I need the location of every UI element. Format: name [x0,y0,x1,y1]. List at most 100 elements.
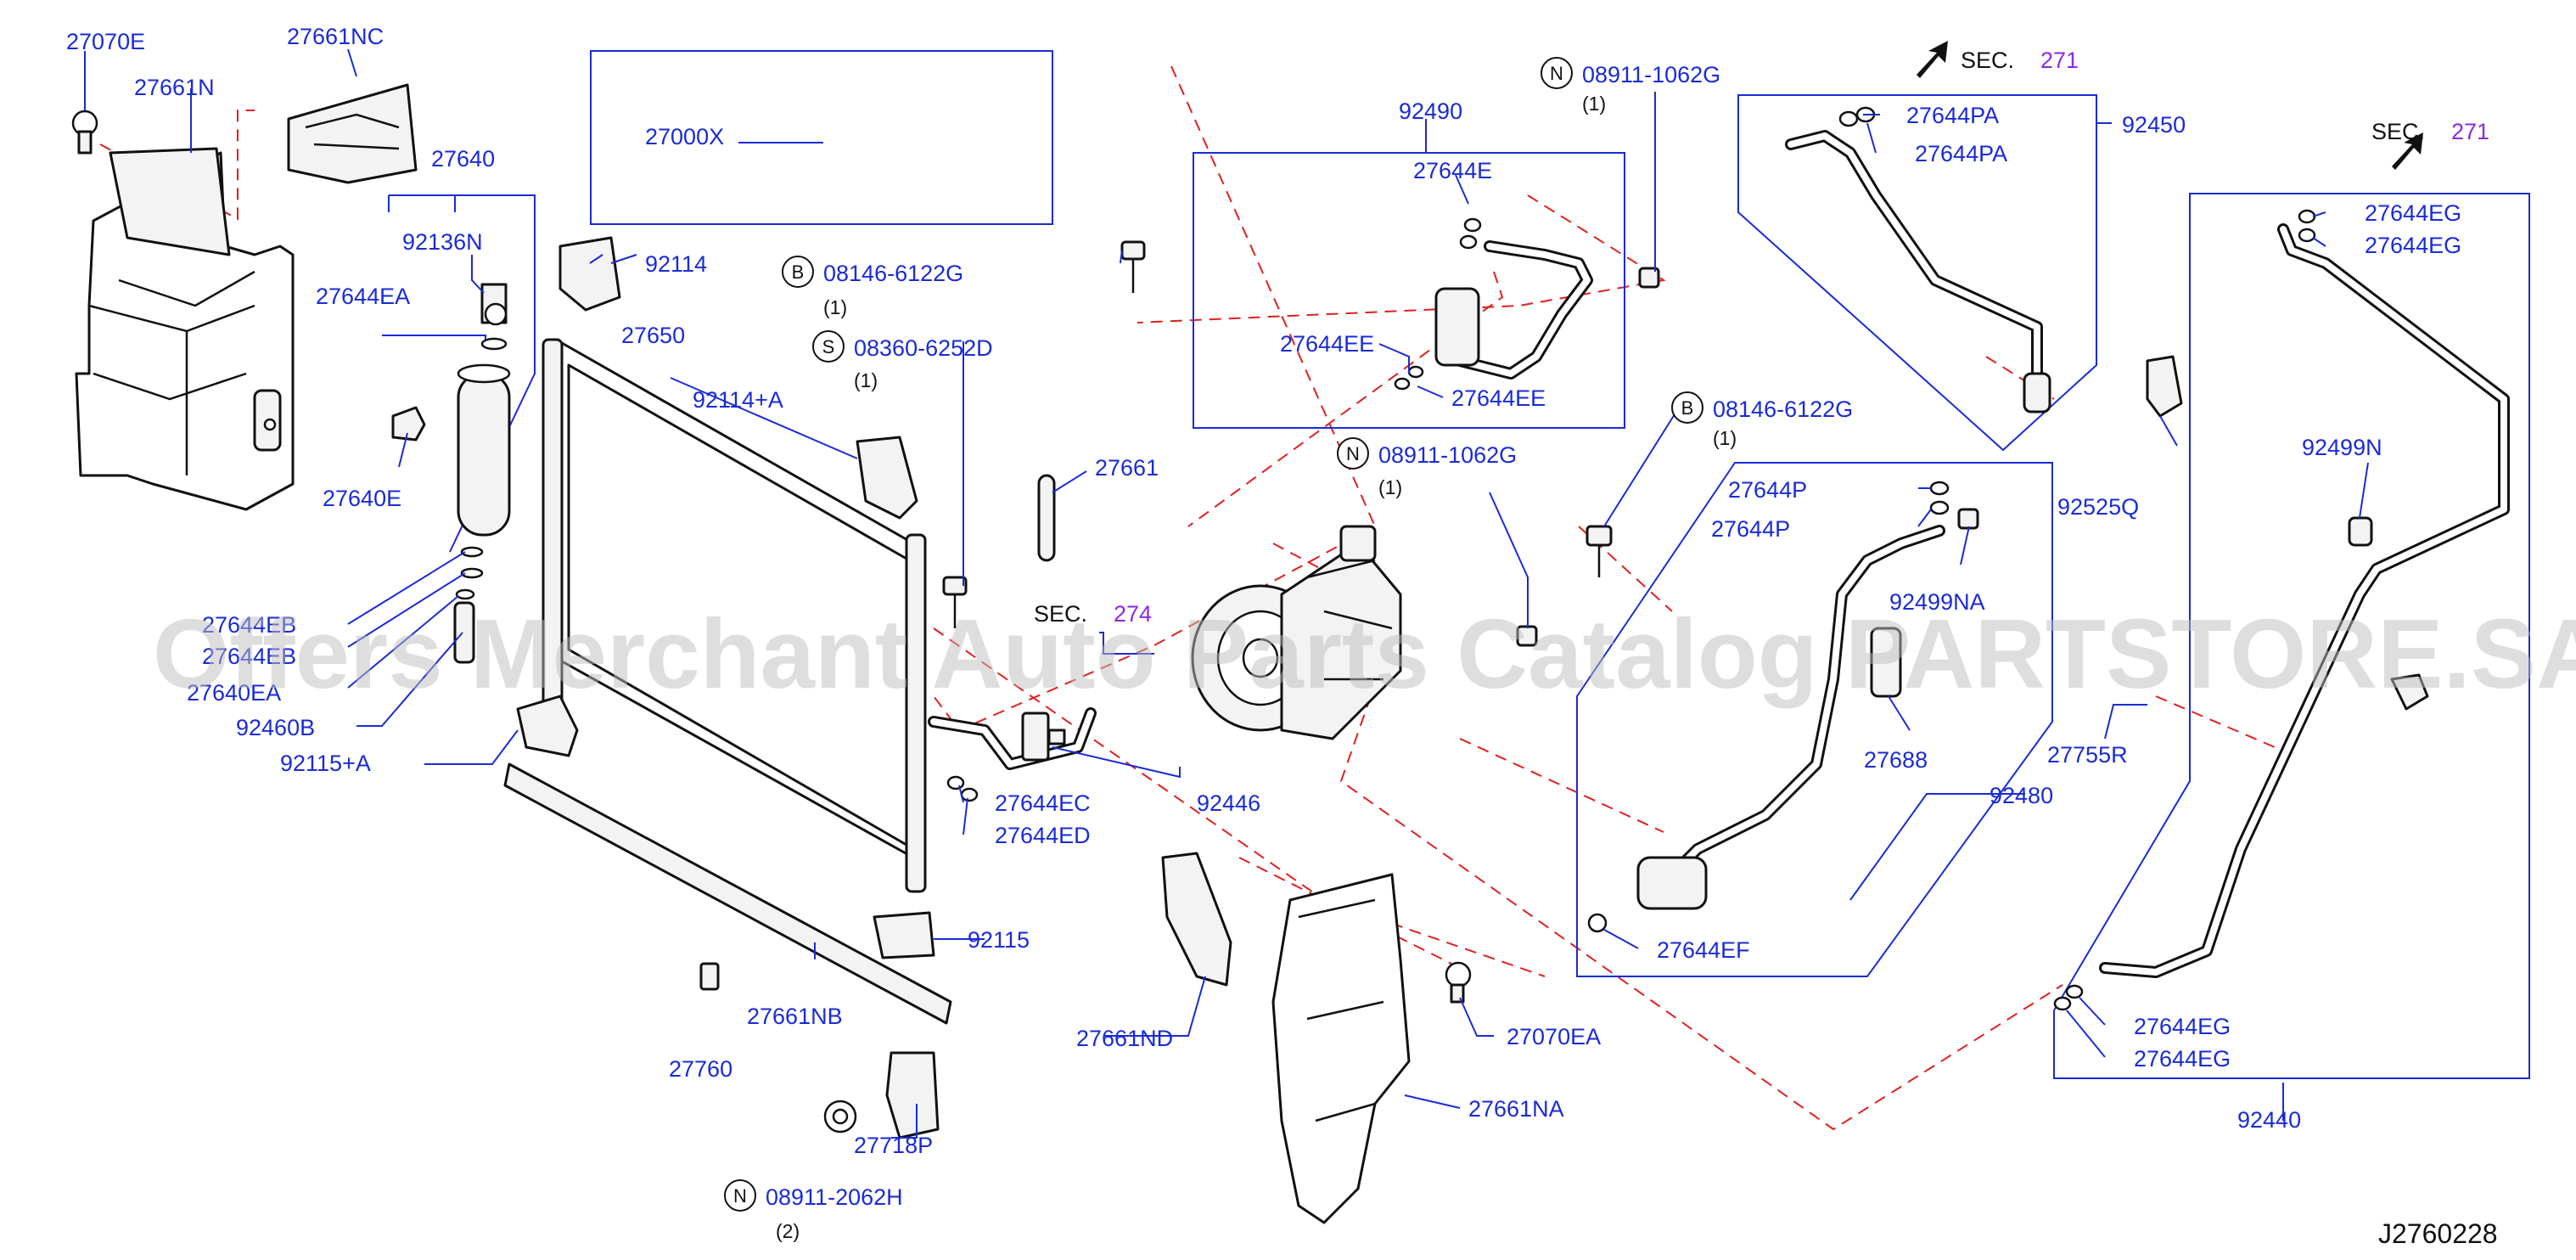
part-label-27644pa-1: 27644PA [1906,103,1999,128]
part-label-27644eb-1: 27644EB [202,612,296,638]
part-label-27644ee-2: 27644EE [1451,385,1546,411]
part-label-27661nb: 27661NB [747,1004,843,1029]
svg-text:SEC.: SEC. [1034,601,1087,627]
group-box-92490 [1193,152,1625,429]
svg-text:271: 271 [2451,119,2489,144]
svg-text:(1): (1) [1713,427,1737,449]
part-label-27661nc: 27661NC [287,24,384,49]
part-label-27644eg-1: 27644EG [2365,200,2461,226]
part-label-27688: 27688 [1864,747,1928,773]
bolt-b-mid [1585,525,1613,577]
part-label-27644eg-2: 27644EG [2365,233,2461,258]
svg-text:271: 271 [2040,48,2079,73]
part-label-27640e: 27640E [323,486,401,511]
pipe-92440 [2053,209,2510,1011]
fastener-08360-6252d: S 08360-6252D (1) [812,330,993,391]
section-ref-274: SEC. 274 [1034,601,1152,627]
fastener-08146-6122g-top: B 08146-6122G (1) [782,256,963,318]
leader-lines [84,48,2369,1139]
part-label-92136n: 92136N [402,229,483,255]
svg-text:S: S [822,336,835,357]
section-ref-271-top: SEC. 271 [1961,48,2079,73]
part-label-27644ee-1: 27644EE [1280,331,1374,357]
duct-27661na [1271,873,1411,1224]
part-label-92499na: 92499NA [1889,589,1985,615]
part-label-27644eg-3: 27644EG [2134,1014,2231,1039]
part-label-27000x: 27000X [645,124,724,149]
label-box-27000x [590,50,1053,225]
svg-text:N: N [1346,443,1360,464]
part-label-92499n: 92499N [2302,435,2382,460]
circle-prefix-icon [1671,391,1703,424]
part-label-27661n: 27661N [134,75,215,100]
part-label-27661na: 27661NA [1468,1096,1564,1122]
svg-text:08911-2062H: 08911-2062H [766,1184,903,1210]
hose-92480 [1587,481,1979,933]
part-label-27644eg-4: 27644EG [2134,1046,2231,1072]
part-label-27644ec: 27644EC [995,790,1091,816]
condenser [503,236,952,1139]
part-label-92115: 92115 [968,927,1030,953]
part-label-27644eb-2: 27644EB [202,644,296,669]
bolt-b-top [1120,240,1146,293]
svg-text:08360-6252D: 08360-6252D [854,335,993,361]
watermark: Offers Merchant Auto Parts Catalog PARTS… [153,599,2576,709]
fastener-08911-1062g-mid: N 08911-1062G (1) [1337,437,1517,498]
section-ref-271-right: SEC. 271 [2371,119,2489,144]
part-label-92490: 92490 [1399,98,1462,124]
part-label-92460b: 92460B [236,715,315,740]
part-label-27755r: 27755R [2047,742,2128,768]
circle-prefix-icon [1541,57,1573,89]
svg-text:08911-1062G: 08911-1062G [1378,442,1517,468]
part-label-27760: 27760 [669,1056,732,1082]
svg-text:(1): (1) [1378,476,1402,498]
part-label-92446: 92446 [1197,790,1260,816]
arrow-icon [2392,132,2423,170]
part-label-92450: 92450 [2122,112,2186,138]
part-label-27640: 27640 [431,146,495,172]
part-label-27644pa-2: 27644PA [1915,141,2007,166]
svg-text:274: 274 [1114,601,1152,627]
fastener-08911-1062g-top: N 08911-1062G (1) [1541,57,1720,115]
svg-text:N: N [733,1185,747,1207]
svg-text:N: N [1550,63,1563,84]
part-label-27644ed: 27644ED [995,823,1091,848]
part-label-27661: 27661 [1095,455,1159,481]
part-label-27644p-1: 27644P [1728,477,1807,503]
pipe-92446 [928,707,1097,802]
part-label-92114: 92114 [645,251,707,277]
svg-text:B: B [1681,397,1694,419]
svg-text:08146-6122G: 08146-6122G [823,261,963,286]
bolt-s [942,576,968,628]
clip-27070ea [1445,961,1472,1004]
circle-prefix-icon [812,330,845,363]
part-label-92440: 92440 [2237,1107,2301,1133]
part-label-27650: 27650 [621,323,685,348]
hose-92450 [1785,106,2051,413]
receiver-drier [391,283,511,664]
circle-prefix-icon [782,256,814,288]
part-label-27070e: 27070E [66,29,145,54]
part-label-27718p: 27718P [854,1133,933,1158]
arrow-icon [1917,41,1948,78]
part-label-27644ef: 27644EF [1657,937,1750,963]
svg-text:(1): (1) [1582,93,1606,115]
diagram-id: J2760228 [2378,1218,2498,1249]
svg-text:08146-6122G: 08146-6122G [1713,397,1853,422]
fastener-08911-2062h: N 08911-2062H (2) [724,1179,903,1242]
shroud-assembly [71,83,418,511]
hose-92490 [1394,217,1660,391]
part-label-92115a: 92115+A [280,751,371,776]
svg-text:B: B [792,262,805,283]
svg-text:(1): (1) [854,369,878,391]
part-label-27644ea: 27644EA [316,284,410,309]
svg-text:(2): (2) [776,1220,800,1242]
part-label-27644e: 27644E [1413,158,1492,183]
part-label-27644p-2: 27644P [1711,516,1790,542]
strip-27661 [1037,474,1056,562]
compressor [1191,525,1402,740]
clip-92525q [2146,355,2183,418]
part-label-92480: 92480 [1990,783,2053,808]
svg-text:SEC.: SEC. [1961,48,2014,73]
